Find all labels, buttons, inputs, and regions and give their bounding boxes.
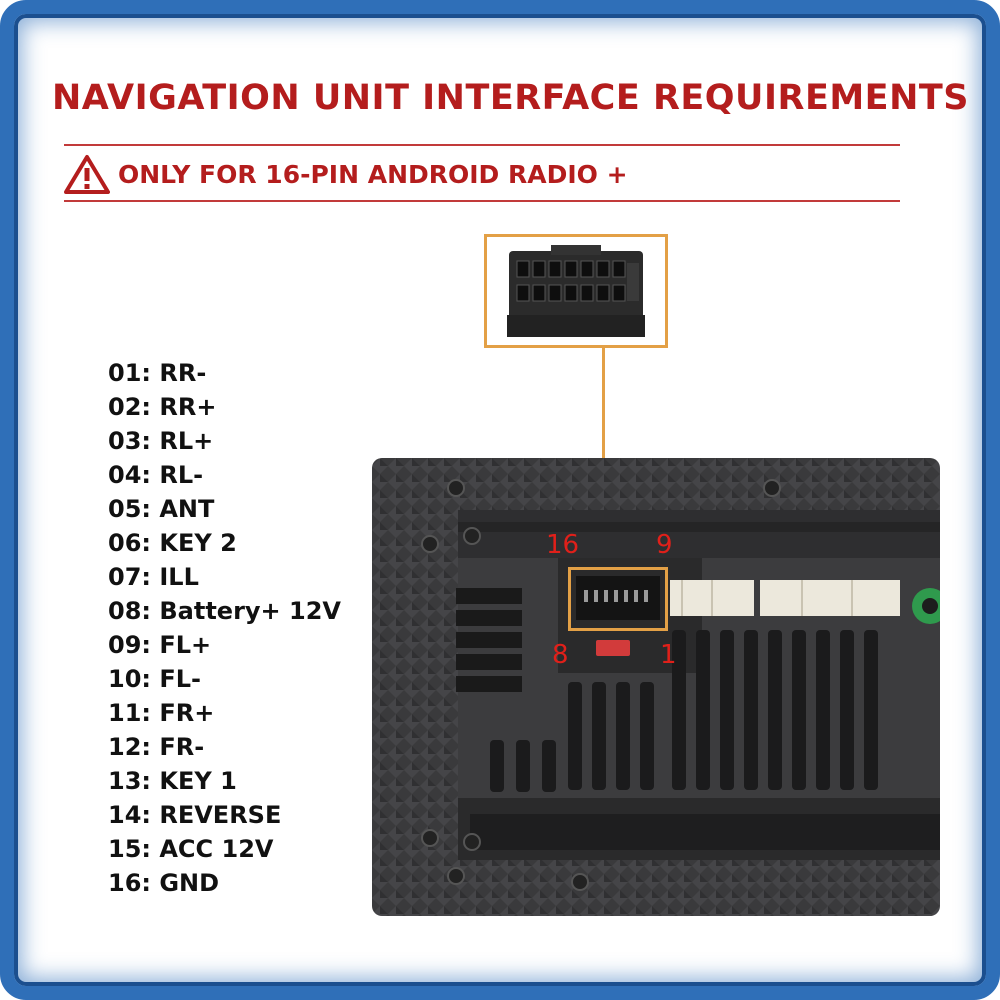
pin-item: 14: REVERSE xyxy=(108,801,282,829)
socket-label-8: 8 xyxy=(552,640,569,670)
page-title: NAVIGATION UNIT INTERFACE REQUIREMENTS xyxy=(52,78,969,118)
harness-plug-image xyxy=(507,245,645,337)
radio-unit-image xyxy=(372,458,940,916)
pin-item: 12: FR- xyxy=(108,733,205,761)
pin-item: 07: ILL xyxy=(108,563,199,591)
socket-label-16: 16 xyxy=(546,530,580,560)
pin-item: 13: KEY 1 xyxy=(108,767,237,795)
socket-highlight-box xyxy=(568,567,668,631)
plug-highlight-box xyxy=(484,234,668,348)
pin-item: 08: Battery+ 12V xyxy=(108,597,341,625)
pin-item: 03: RL+ xyxy=(108,427,214,455)
pin-item: 01: RR- xyxy=(108,359,207,387)
warning-text: ONLY FOR 16-PIN ANDROID RADIO + xyxy=(118,159,628,189)
pin-item: 05: ANT xyxy=(108,495,215,523)
pin-item: 09: FL+ xyxy=(108,631,212,659)
warning-triangle-icon xyxy=(64,154,110,194)
pin-item: 02: RR+ xyxy=(108,393,217,421)
divider-bottom xyxy=(64,200,900,202)
pin-item: 15: ACC 12V xyxy=(108,835,274,863)
socket-label-9: 9 xyxy=(656,530,673,560)
pin-item: 16: GND xyxy=(108,869,220,897)
pin-item: 11: FR+ xyxy=(108,699,215,727)
socket-label-1: 1 xyxy=(660,640,677,670)
divider-top xyxy=(64,144,900,146)
pin-item: 06: KEY 2 xyxy=(108,529,237,557)
pin-list: 01: RR- 02: RR+ 03: RL+ 04: RL- 05: ANT … xyxy=(108,356,341,900)
connector-line xyxy=(602,348,605,558)
warning-banner: ONLY FOR 16-PIN ANDROID RADIO + xyxy=(64,152,628,196)
pin-item: 10: FL- xyxy=(108,665,201,693)
pin-item: 04: RL- xyxy=(108,461,204,489)
radio-unit-back: 16 9 8 1 xyxy=(372,458,940,916)
